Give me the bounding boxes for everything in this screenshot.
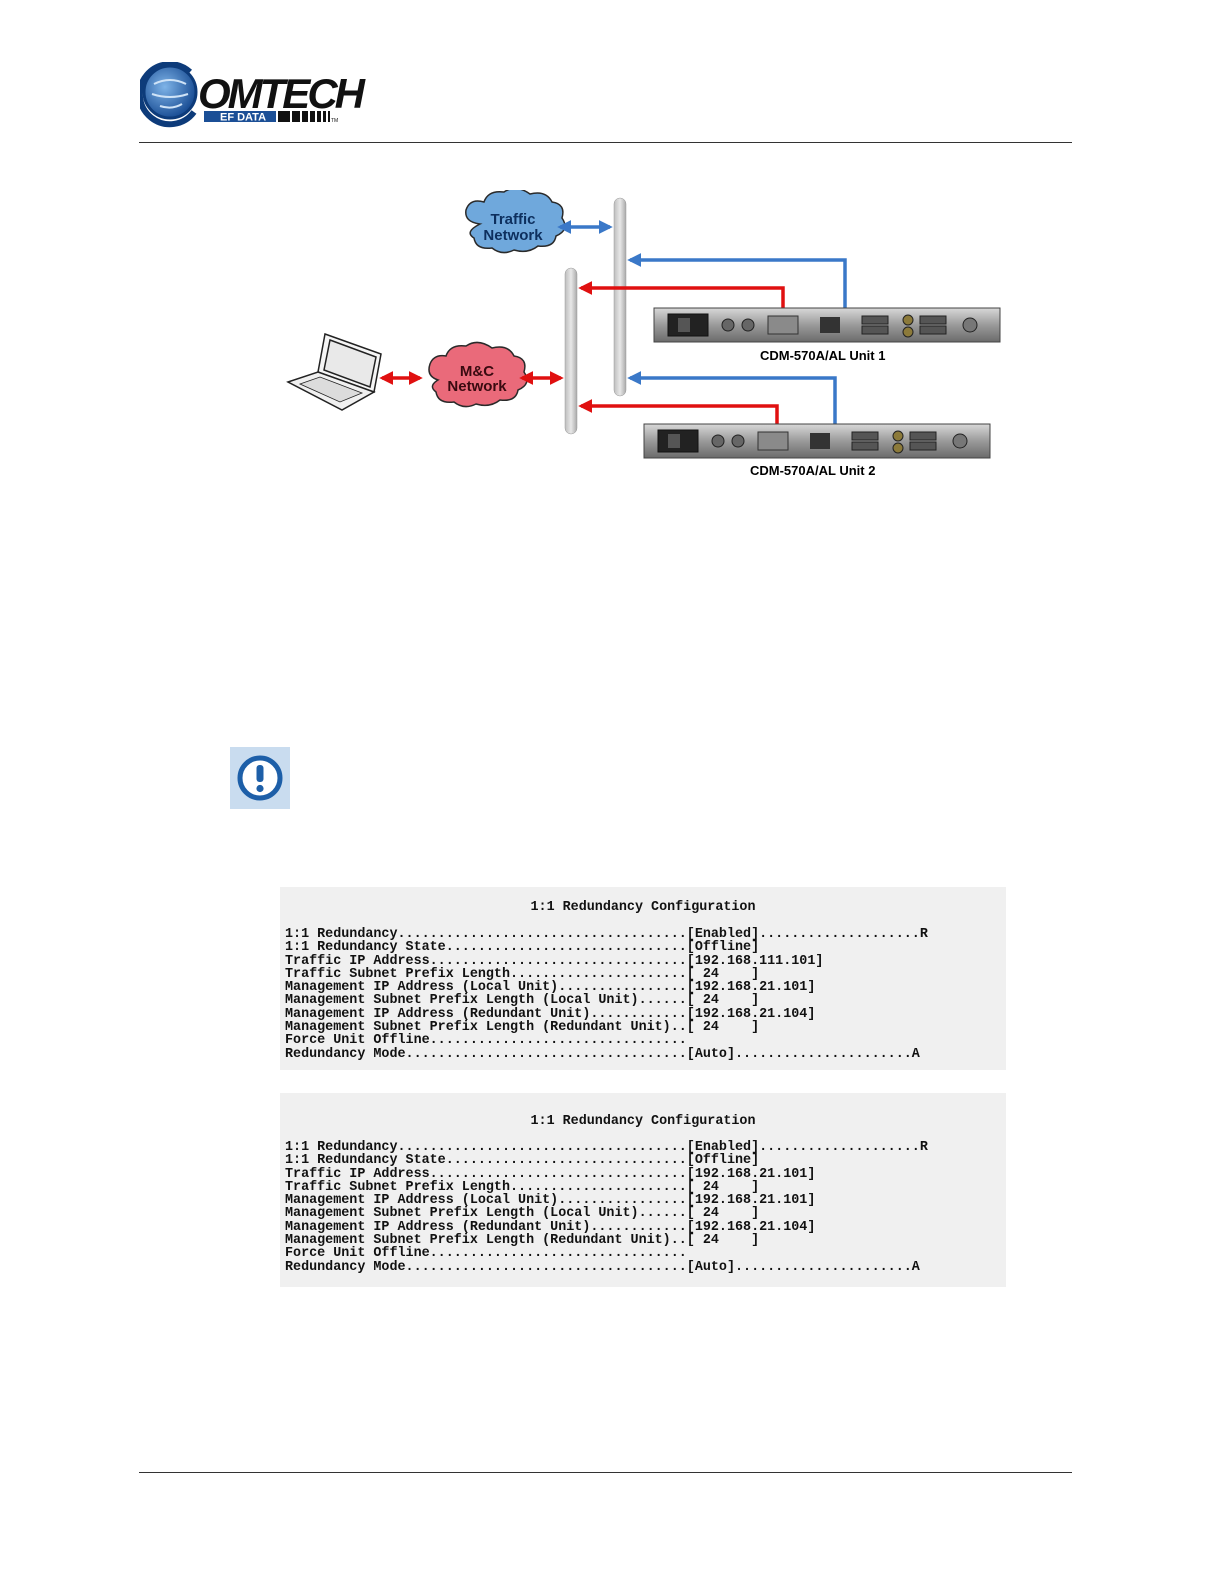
terminal-lines: 1:1 Redundancy..........................… (285, 1141, 928, 1274)
config-line: Management IP Address (Redundant Unit)..… (285, 1006, 816, 1022)
config-line: Redundancy Mode.........................… (285, 1259, 920, 1275)
config-line: Management Subnet Prefix Length (Redunda… (285, 1020, 760, 1036)
header-divider (139, 142, 1072, 143)
config-line: Management IP Address (Redundant Unit)..… (285, 1219, 816, 1235)
config-line: 1:1 Redundancy..........................… (285, 927, 928, 942)
exclamation-circle-icon (230, 747, 290, 809)
mc-network-label-2: Network (447, 378, 507, 395)
comtech-logo: OMTECH EF DATA TM (140, 62, 370, 128)
config-line: Traffic Subnet Prefix Length............… (285, 966, 760, 982)
config-line: Traffic IP Address......................… (285, 1166, 816, 1182)
logo-brand-text: OMTECH (198, 70, 367, 117)
traffic-network-label-2: Network (483, 227, 543, 244)
config-line: 1:1 Redundancy..........................… (285, 1140, 928, 1155)
config-line: Management Subnet Prefix Length (Local U… (285, 993, 760, 1009)
config-line: 1:1 Redundancy State....................… (285, 940, 760, 956)
traffic-switch-pole (613, 197, 627, 397)
laptop-icon (286, 332, 382, 411)
redundancy-network-diagram: Traffic Network M&C Network (286, 190, 1001, 478)
traffic-link-unit2 (627, 371, 837, 428)
traffic-network-cloud: Traffic Network (465, 190, 566, 254)
config-line: Management IP Address (Local Unit)......… (285, 1193, 816, 1209)
redundancy-config-screen-2: 1:1 Redundancy Configuration 1:1 Redunda… (280, 1093, 1006, 1287)
traffic-network-label-1: Traffic (490, 211, 535, 228)
logo-trademark: TM (331, 118, 338, 124)
config-line: Management Subnet Prefix Length (Redunda… (285, 1233, 760, 1249)
config-line: Traffic Subnet Prefix Length............… (285, 1179, 760, 1195)
config-line: Management Subnet Prefix Length (Local U… (285, 1206, 760, 1222)
config-line: Traffic IP Address......................… (285, 953, 824, 969)
footer-divider (139, 1472, 1072, 1473)
config-line: Force Unit Offline......................… (285, 1246, 687, 1262)
terminal-title: 1:1 Redundancy Configuration (530, 1114, 756, 1129)
mc-network-cloud: M&C Network (428, 341, 528, 408)
config-line: Management IP Address (Local Unit)......… (285, 980, 816, 996)
config-line: 1:1 Redundancy State....................… (285, 1153, 760, 1169)
config-line: Redundancy Mode.........................… (285, 1046, 920, 1062)
redundancy-config-screen-1: 1:1 Redundancy Configuration 1:1 Redunda… (280, 887, 1006, 1070)
mc-network-label-1: M&C (460, 363, 494, 380)
cdm-570a-unit1-panel (653, 307, 1001, 343)
mc-switch-pole (564, 267, 578, 435)
unit1-label: CDM-570A/AL Unit 1 (760, 348, 885, 363)
traffic-link-unit1 (627, 253, 847, 310)
config-line: Force Unit Offline......................… (285, 1033, 687, 1049)
terminal-title: 1:1 Redundancy Configuration (530, 900, 756, 915)
unit2-label: CDM-570A/AL Unit 2 (750, 463, 875, 478)
cdm-570a-unit2-panel (643, 423, 991, 459)
terminal-lines: 1:1 Redundancy..........................… (285, 928, 928, 1061)
logo-sub-text: EF DATA (220, 112, 266, 124)
